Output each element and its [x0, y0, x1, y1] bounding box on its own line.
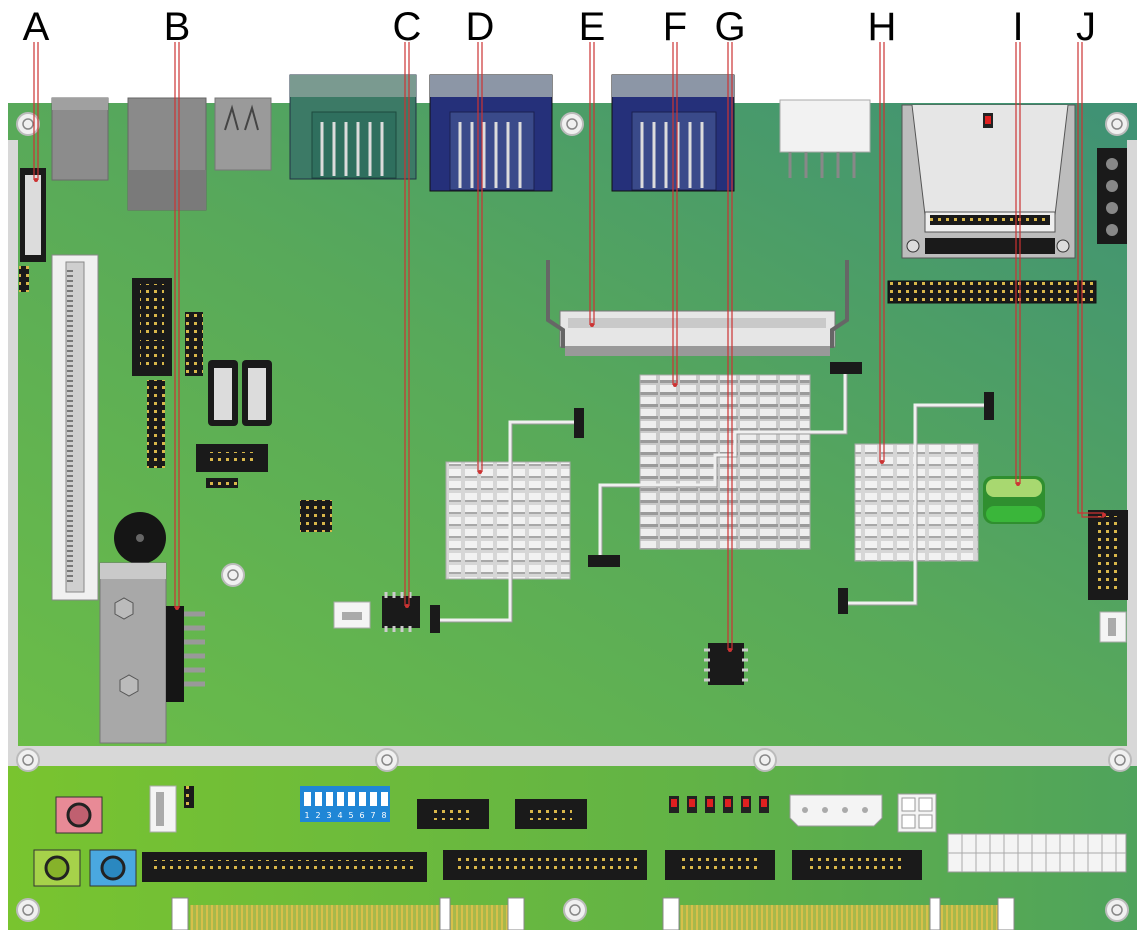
edge-fingers-4: [940, 905, 998, 930]
usb-port: [215, 98, 271, 170]
molex-power: [790, 795, 882, 826]
jumper-left: [206, 478, 238, 488]
ide-header-top: [888, 281, 1096, 303]
heatsink-f: [640, 375, 810, 549]
audio-jack-blue: [90, 850, 136, 886]
audio-jack-pink: [56, 797, 102, 833]
dip-number-2: 2: [315, 811, 320, 820]
callout-b: B: [164, 5, 191, 49]
board-rail: [8, 746, 1137, 766]
edge-fingers-3: [680, 905, 930, 930]
callout-j: J: [1076, 5, 1096, 49]
callout-g: G: [714, 5, 745, 49]
callout-c: C: [393, 5, 422, 49]
callout-i: I: [1012, 5, 1023, 49]
inductor-i: [983, 476, 1045, 524]
dip-number-1: 1: [304, 811, 309, 820]
dip-number-8: 8: [381, 811, 386, 820]
edge-fingers-2: [450, 905, 508, 930]
serial-port-2: [430, 75, 552, 191]
dip-switch: [300, 786, 390, 822]
serial-port-1: [290, 75, 416, 179]
dip-number-4: 4: [337, 811, 342, 820]
pci-slot: [52, 255, 98, 600]
edge-fingers-1: [190, 905, 440, 930]
audio-jack-green: [34, 850, 80, 886]
power-connector-right: [1097, 148, 1127, 244]
header-vertical-1: [185, 312, 203, 376]
callout-h: H: [868, 5, 897, 49]
dip-number-6: 6: [359, 811, 364, 820]
jumper-lower: [184, 786, 194, 808]
chip-c: [382, 596, 420, 628]
chip-g: [708, 643, 744, 685]
power-4pin: [898, 794, 936, 832]
header-vertical-2: [147, 380, 165, 468]
dip-number-7: 7: [370, 811, 375, 820]
atx-power: [948, 834, 1126, 872]
dip-number-3: 3: [326, 811, 331, 820]
jumper-a: [19, 266, 29, 292]
rear-connector-1: [52, 98, 108, 180]
right-rail: [1127, 140, 1137, 746]
callout-f: F: [663, 5, 687, 49]
left-rail: [8, 140, 18, 746]
jumper-center: [300, 500, 332, 532]
callout-e: E: [579, 5, 606, 49]
dip-number-5: 5: [348, 811, 353, 820]
callout-d: D: [466, 5, 495, 49]
callout-a: A: [23, 5, 50, 49]
heatsink-d: [446, 462, 570, 579]
